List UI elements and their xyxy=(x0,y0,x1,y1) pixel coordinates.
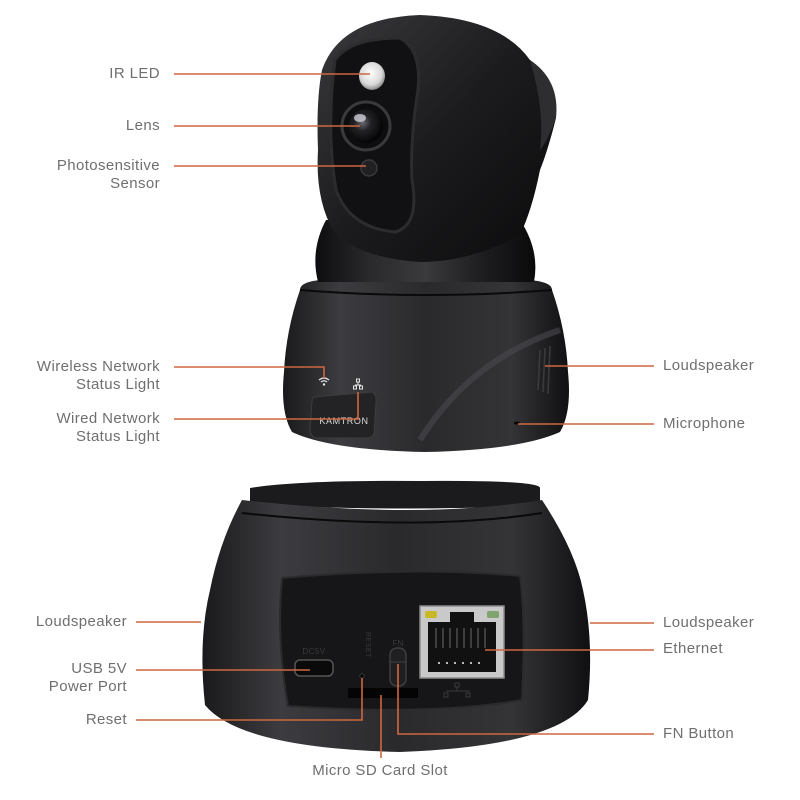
label-usb-power-port: USB 5V Power Port xyxy=(48,660,127,695)
label-lens: Lens xyxy=(125,117,160,134)
rear-view-camera: DC5V RESET FN xyxy=(202,480,591,752)
usb-power-port-component xyxy=(294,659,334,677)
leader-reset xyxy=(136,678,363,721)
ethernet-port-component xyxy=(419,605,505,679)
label-loudspeaker-rear-left: Loudspeaker xyxy=(35,613,127,630)
wired-network-status-icon xyxy=(353,378,363,390)
front-speaker-grille xyxy=(537,345,551,395)
label-wired-network-status-light: Wired Network Status Light xyxy=(56,410,160,445)
power-port-marking: DC5V xyxy=(302,647,326,656)
leader-wireless-status xyxy=(174,366,325,378)
reset-pinhole xyxy=(359,673,365,679)
label-reset: Reset xyxy=(85,711,127,728)
label-wireless-network-status-light: Wireless Network Status Light xyxy=(36,358,160,393)
photosensitive-sensor-component xyxy=(360,159,378,177)
micro-sd-slot-component xyxy=(348,688,418,698)
label-photosensitive-sensor: Photosensitive Sensor xyxy=(56,157,160,192)
brand-logo: KAMTRON xyxy=(319,416,368,426)
label-micro-sd-card-slot: Micro SD Card Slot xyxy=(312,762,448,779)
leader-fn-button xyxy=(397,664,654,735)
leader-lines xyxy=(136,73,654,758)
leader-wired-status xyxy=(174,392,359,420)
label-loudspeaker-rear-right: Loudspeaker xyxy=(663,614,755,631)
label-ethernet: Ethernet xyxy=(663,640,723,657)
lan-symbol-icon xyxy=(443,682,471,698)
label-microphone: Microphone xyxy=(663,415,746,432)
label-ir-led: IR LED xyxy=(109,65,160,82)
front-view-camera: KAMTRON xyxy=(283,15,569,452)
label-loudspeaker-front: Loudspeaker xyxy=(663,357,755,374)
reset-marking: RESET xyxy=(364,632,371,658)
fn-marking: FN xyxy=(393,639,404,648)
ir-led-component xyxy=(359,62,385,90)
label-fn-button: FN Button xyxy=(663,725,735,742)
